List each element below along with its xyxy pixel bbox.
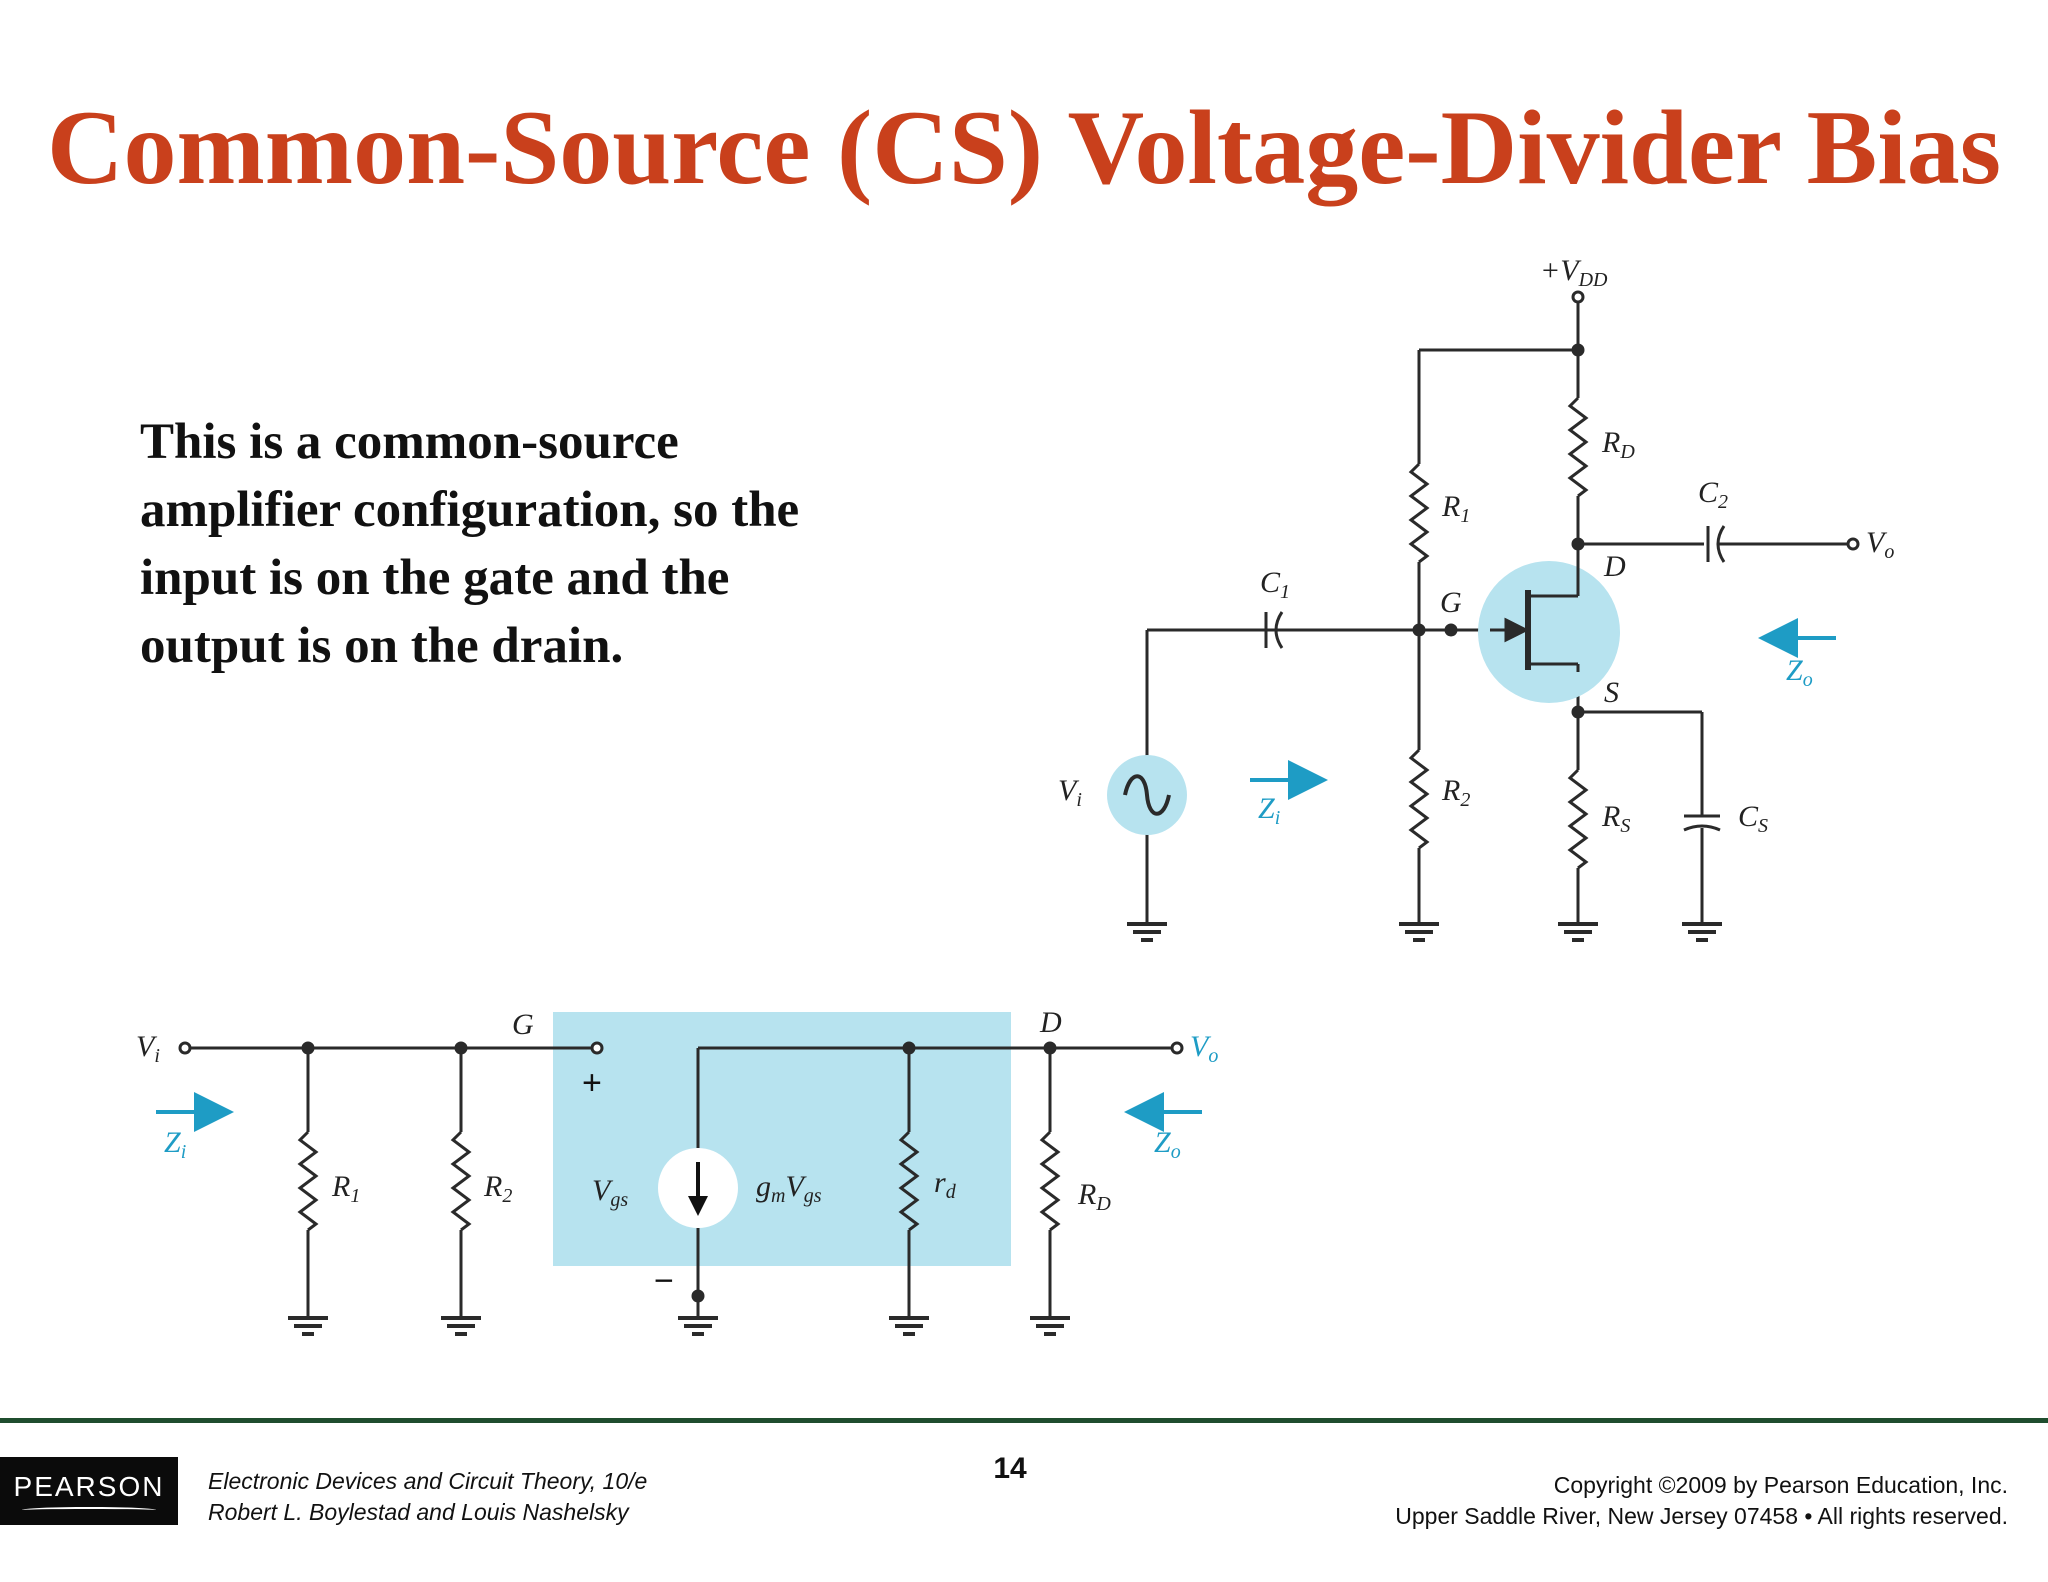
rd-small-label: rd xyxy=(934,1166,957,1203)
body-line: This is a common-source xyxy=(140,414,679,470)
r1-resistor xyxy=(1408,462,1430,564)
zi-label-bottom: Zi xyxy=(164,1126,186,1163)
d-label-top: D xyxy=(1603,550,1626,583)
cs-label: CS xyxy=(1738,800,1768,837)
rs-label: RS xyxy=(1601,800,1630,837)
pearson-logo-text: PEARSON xyxy=(13,1471,165,1502)
footer-copyright: Copyright ©2009 by Pearson Education, In… xyxy=(1395,1470,2008,1532)
vgs-label: Vgs xyxy=(592,1174,628,1211)
pearson-logo: PEARSON xyxy=(0,1457,178,1525)
zo-label-bottom: Zo xyxy=(1154,1126,1181,1163)
r2-label-bottom: R2 xyxy=(483,1170,512,1207)
c2-label: C2 xyxy=(1698,476,1728,513)
vi-terminal-bottom xyxy=(178,1041,192,1055)
vi-label-bottom: Vi xyxy=(136,1030,160,1067)
jfet-symbol xyxy=(1490,544,1580,672)
jfet-model-highlight xyxy=(553,1012,1011,1266)
vdd-terminal xyxy=(1571,290,1585,304)
sine-wave-icon xyxy=(1123,774,1171,816)
footer-rule xyxy=(0,1418,2048,1423)
body-text: This is a common-source amplifier config… xyxy=(140,408,940,680)
zi-label-top: Zi xyxy=(1258,792,1280,829)
plus-sign: + xyxy=(582,1064,602,1102)
zo-label-top: Zo xyxy=(1786,654,1813,691)
book-title: Electronic Devices and Circuit Theory, 1… xyxy=(208,1468,648,1494)
logo-swoosh xyxy=(22,1507,156,1513)
rd-label-bottom: RD xyxy=(1077,1178,1111,1215)
c1-label: C1 xyxy=(1260,566,1290,603)
gate-terminal xyxy=(590,1041,604,1055)
r2-resistor-bottom xyxy=(450,1130,472,1232)
footer-book-info: Electronic Devices and Circuit Theory, 1… xyxy=(208,1466,647,1528)
r1-resistor-bottom xyxy=(297,1130,319,1232)
book-authors: Robert L. Boylestad and Louis Nashelsky xyxy=(208,1499,629,1525)
rd-label: RD xyxy=(1601,426,1635,463)
d-label-bottom: D xyxy=(1039,1006,1062,1039)
rs-resistor xyxy=(1567,768,1589,870)
c1-plate-curved xyxy=(1274,611,1284,649)
r1-label-bottom: R1 xyxy=(331,1170,360,1207)
body-line: input is on the gate and the xyxy=(140,550,730,606)
vo-terminal xyxy=(1846,537,1860,551)
rd-resistor xyxy=(1567,396,1589,498)
vdd-label: +VDD xyxy=(1540,254,1608,291)
copyright-line: Copyright ©2009 by Pearson Education, In… xyxy=(1553,1472,2008,1498)
jfet-highlight xyxy=(1478,561,1620,703)
bottom-circuit xyxy=(178,1041,1184,1316)
ground-symbols-bottom xyxy=(288,1316,1070,1336)
top-circuit xyxy=(1145,290,1860,922)
vo-label-bottom: Vo xyxy=(1190,1030,1218,1067)
gm-vgs-label: gmVgs xyxy=(756,1170,822,1207)
cs-plate-bottom xyxy=(1683,824,1721,832)
rd-resistor-bottom xyxy=(1039,1130,1061,1232)
slide-title: Common-Source (CS) Voltage-Divider Bias xyxy=(46,89,2002,206)
arrow-down-icon xyxy=(688,1196,708,1216)
body-line: amplifier configuration, so the xyxy=(140,482,800,538)
minus-sign: − xyxy=(654,1262,674,1300)
r2-label: R2 xyxy=(1441,774,1470,811)
g-label-bottom: G xyxy=(512,1008,534,1041)
address-line: Upper Saddle River, New Jersey 07458 • A… xyxy=(1395,1503,2008,1529)
r1-label: R1 xyxy=(1441,490,1470,527)
ground-symbols-top xyxy=(1127,922,1722,942)
page-number: 14 xyxy=(993,1452,1027,1485)
g-label-top: G xyxy=(1440,586,1462,619)
body-line: output is on the drain. xyxy=(140,618,624,674)
vo-terminal-bottom xyxy=(1170,1041,1184,1055)
vo-label-top: Vo xyxy=(1866,526,1894,563)
rd-small-resistor xyxy=(898,1130,920,1232)
vi-label-top: Vi xyxy=(1058,774,1082,811)
r2-resistor xyxy=(1408,748,1430,850)
s-label-top: S xyxy=(1604,676,1619,709)
